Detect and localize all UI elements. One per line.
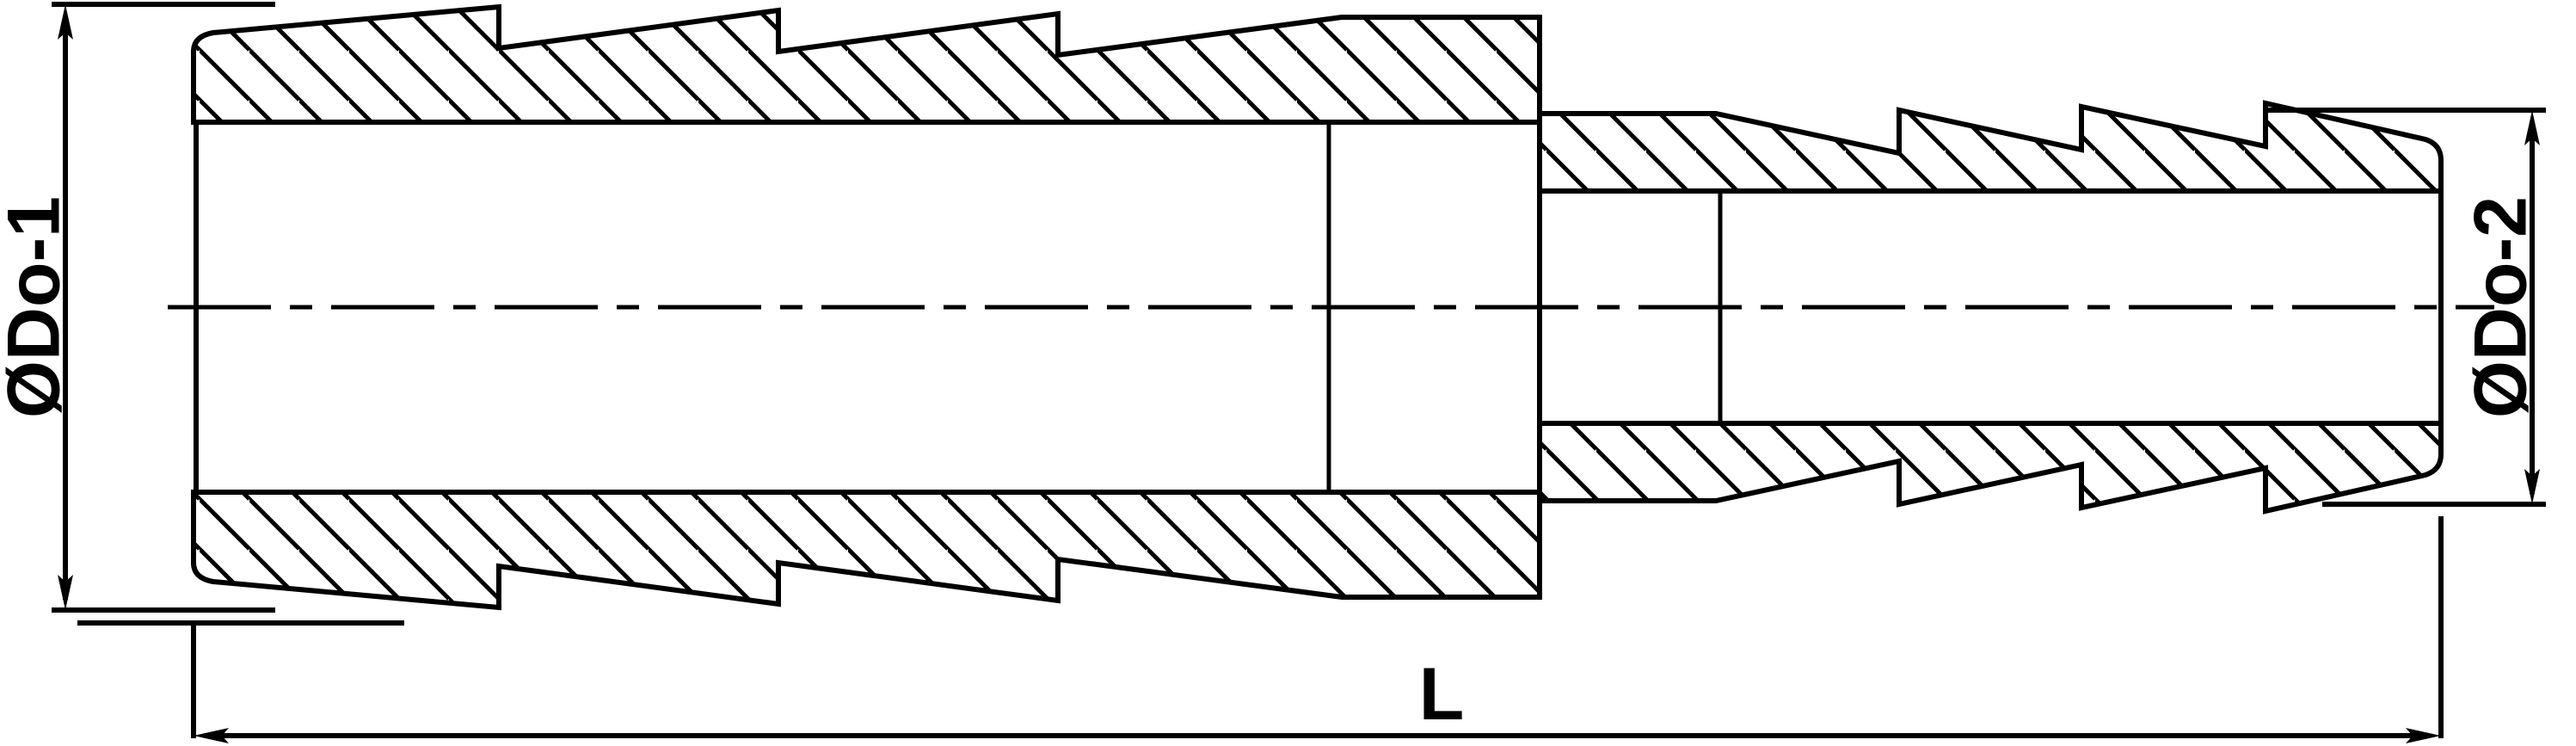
dimension-overall-length: L bbox=[77, 516, 2444, 743]
left-diameter-label: ØDo-1 bbox=[0, 196, 76, 418]
right-section-bottom-wall bbox=[1537, 421, 2444, 515]
left-section-bottom-wall bbox=[191, 490, 1542, 611]
left-barb-top-outline bbox=[191, 3, 1542, 125]
right-section-top-wall bbox=[1537, 100, 2444, 194]
left-section-top-wall bbox=[191, 3, 1542, 125]
overall-length-label: L bbox=[1419, 653, 1465, 736]
left-dim-arrow-bottom bbox=[58, 575, 73, 610]
right-diameter-label: ØDo-2 bbox=[2460, 196, 2542, 418]
left-dim-arrow-top bbox=[58, 4, 73, 40]
dimension-right-diameter: ØDo-2 bbox=[2266, 108, 2546, 507]
right-dim-arrow-bottom bbox=[2524, 469, 2540, 504]
length-dim-arrow-left bbox=[194, 728, 229, 743]
dimension-left-diameter: ØDo-1 bbox=[0, 2, 275, 613]
length-dim-arrow-right bbox=[2406, 728, 2441, 743]
right-barb-top-outline bbox=[1537, 100, 2444, 194]
left-barb-bottom-outline bbox=[191, 490, 1542, 611]
right-barb-bottom-outline bbox=[1537, 421, 2444, 515]
right-dim-arrow-top bbox=[2524, 110, 2540, 145]
